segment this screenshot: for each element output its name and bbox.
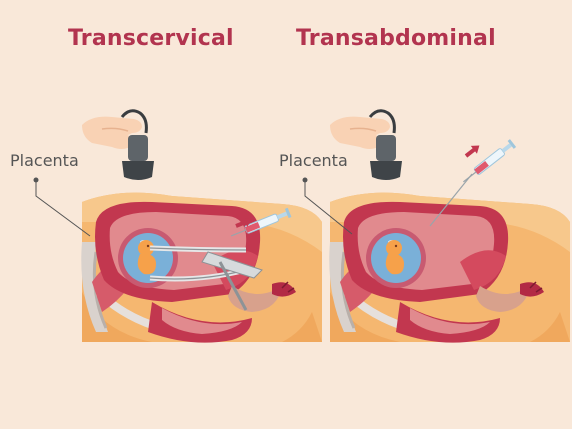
placenta-pointer-left bbox=[33, 177, 91, 237]
needle-right bbox=[429, 173, 473, 227]
hand-probe-left bbox=[80, 109, 156, 182]
placenta-label-right: Placenta bbox=[279, 151, 348, 170]
hand-icon bbox=[328, 109, 404, 182]
anatomy-right bbox=[329, 193, 570, 343]
catheter-icon bbox=[149, 245, 263, 311]
placenta-label-left: Placenta bbox=[10, 151, 79, 170]
placenta-pointer-right bbox=[302, 177, 353, 235]
title-transabdominal: Transabdominal bbox=[296, 26, 496, 51]
title-transcervical: Transcervical bbox=[68, 26, 234, 51]
hand-icon bbox=[80, 109, 156, 182]
arrow-icon-right bbox=[462, 141, 483, 160]
hand-probe-right bbox=[328, 109, 404, 182]
